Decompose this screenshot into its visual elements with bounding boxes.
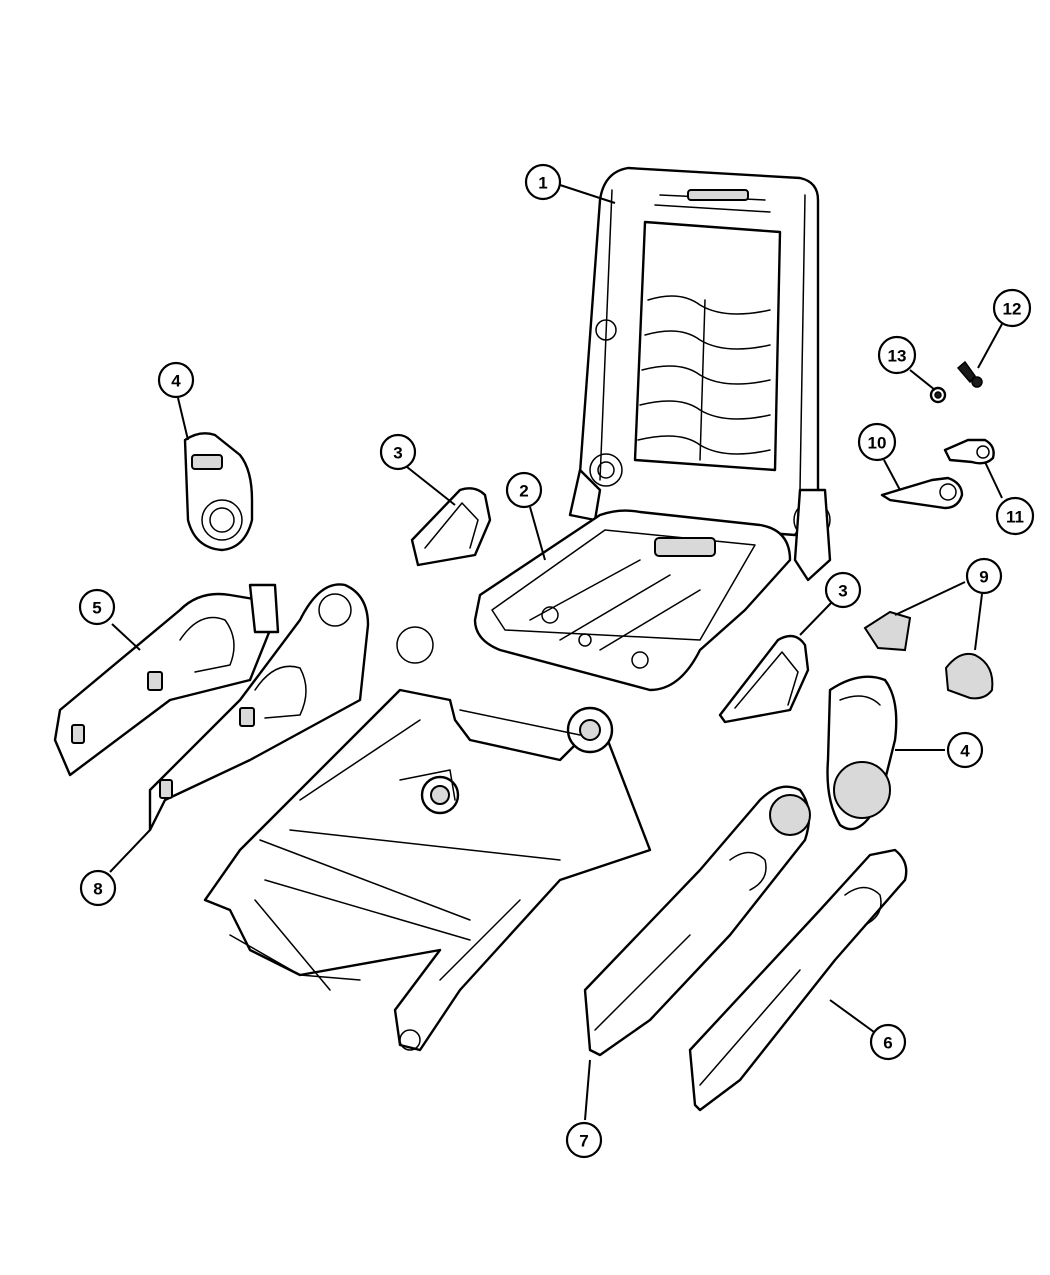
callout-12-label: 12 xyxy=(1003,300,1022,319)
callout-5-label: 5 xyxy=(92,599,101,618)
cover-caps xyxy=(863,610,994,700)
outer-trim-panel xyxy=(583,785,811,1057)
callout-11-label: 11 xyxy=(1006,508,1024,527)
recliner-cover-left xyxy=(183,432,254,552)
callout-1-label: 1 xyxy=(538,174,547,193)
side-shield-bracket-left xyxy=(410,487,492,567)
adjustment-knob xyxy=(943,438,995,465)
side-shield-bracket-right xyxy=(718,634,810,724)
callout-10: 10 xyxy=(857,422,897,462)
callout-7: 7 xyxy=(565,1121,603,1159)
inner-side-shield xyxy=(148,583,370,832)
callout-9: 9 xyxy=(965,557,1003,595)
callout-3-left-label: 3 xyxy=(393,444,402,463)
inner-trim-panel xyxy=(688,848,908,1112)
nut xyxy=(929,386,947,404)
seat-cushion-pan xyxy=(473,509,792,692)
callout-4-left: 4 xyxy=(157,361,195,399)
callout-12: 12 xyxy=(992,288,1032,328)
callout-4-left-label: 4 xyxy=(171,372,181,391)
callout-11: 11 xyxy=(995,496,1035,536)
callout-7-label: 7 xyxy=(579,1132,588,1151)
callout-4-right-label: 4 xyxy=(960,742,970,761)
callout-10-label: 10 xyxy=(868,434,887,453)
screw xyxy=(956,360,983,388)
callout-2: 2 xyxy=(505,471,543,509)
callout-6-label: 6 xyxy=(883,1034,892,1053)
callout-6: 6 xyxy=(869,1023,907,1061)
recliner-cover-right xyxy=(826,675,898,831)
callout-2-label: 2 xyxy=(519,482,528,501)
callout-1: 1 xyxy=(524,163,562,201)
callout-3-right: 3 xyxy=(824,571,862,609)
callout-5: 5 xyxy=(78,588,116,626)
callout-13-label: 13 xyxy=(888,347,907,366)
seat-adjuster-track xyxy=(203,626,652,1052)
callout-4-right: 4 xyxy=(946,731,984,769)
leader-lines xyxy=(109,184,1003,1121)
callout-9-label: 9 xyxy=(979,568,988,587)
callout-3-left: 3 xyxy=(379,433,417,471)
seat-back-frame xyxy=(568,166,832,582)
callout-8-label: 8 xyxy=(93,880,102,899)
outer-side-shield xyxy=(53,583,280,777)
callout-3-right-label: 3 xyxy=(838,582,847,601)
recliner-handle-lever xyxy=(880,476,964,510)
callout-13: 13 xyxy=(877,335,917,375)
callout-8: 8 xyxy=(79,869,117,907)
